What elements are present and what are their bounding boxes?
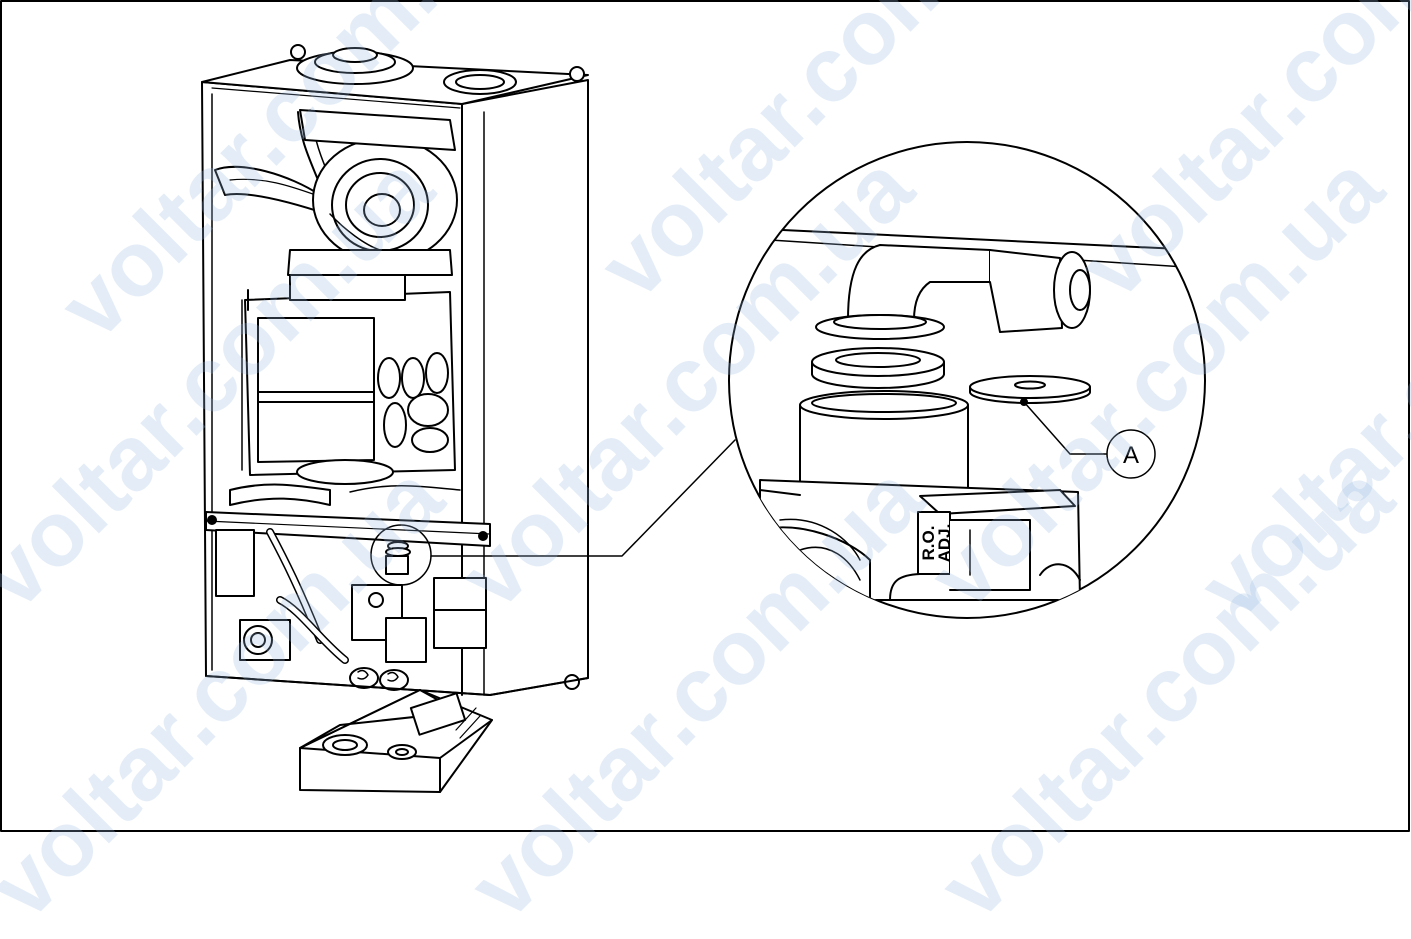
detail-source-circle xyxy=(370,524,432,586)
air-intake xyxy=(443,69,517,95)
figure-border xyxy=(0,0,1410,832)
callout-a-leader xyxy=(1023,401,1108,455)
diagram-frame: R.O. ADJ. A xyxy=(0,0,1410,832)
boiler-unit xyxy=(201,44,589,793)
gas-valve xyxy=(351,584,403,641)
callout-a-label: A xyxy=(1123,442,1139,469)
detail-leader-line xyxy=(430,439,736,557)
restrictor-washer xyxy=(969,375,1091,399)
boiler-diagram: R.O. ADJ. A xyxy=(0,0,1410,832)
plate-label-adj: ADJ. xyxy=(935,524,954,563)
cross-brace xyxy=(205,511,491,547)
plate-label-ro: R.O. xyxy=(919,526,938,561)
callout-a-bubble xyxy=(1106,429,1156,479)
